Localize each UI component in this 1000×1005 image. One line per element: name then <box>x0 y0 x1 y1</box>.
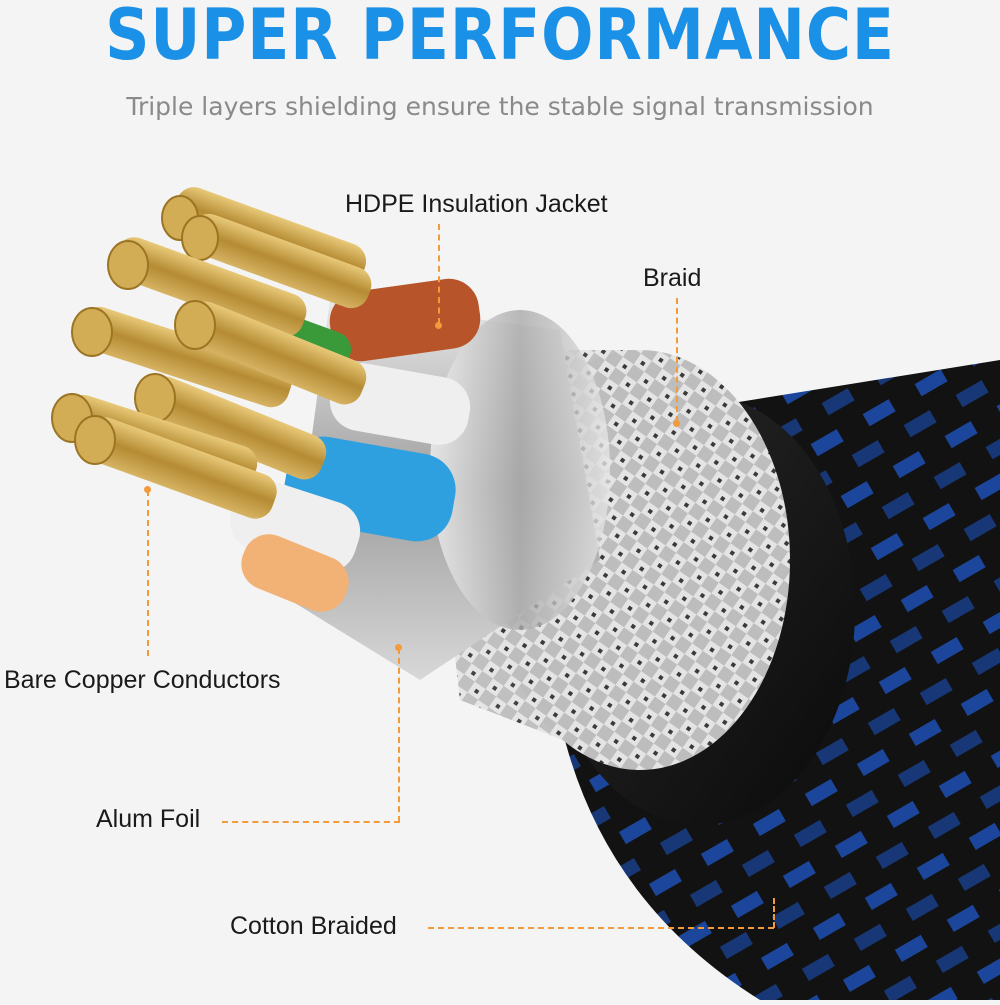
wire-orange-insulation <box>329 278 481 362</box>
subheadline: Triple layers shielding ensure the stabl… <box>126 92 874 121</box>
copper-conductors <box>51 187 372 519</box>
label-braid: Braid <box>643 264 702 292</box>
leader-dot-braid <box>673 420 680 427</box>
headline: SUPER PERFORMANCE <box>105 0 895 76</box>
label-bare-copper: Bare Copper Conductors <box>4 666 281 694</box>
label-hdpe-jacket: HDPE Insulation Jacket <box>345 190 608 218</box>
leader-dot-foil <box>395 644 402 651</box>
wire-peach-insulation <box>241 534 349 612</box>
leader-alum-foil-v <box>398 648 400 822</box>
leader-dot-hdpe <box>435 322 442 329</box>
leader-bare-copper <box>147 490 149 656</box>
leader-dot-copper <box>144 486 151 493</box>
label-cotton-braided: Cotton Braided <box>230 912 397 940</box>
leader-cotton-braided-h <box>428 927 774 929</box>
label-alum-foil: Alum Foil <box>96 805 201 833</box>
leader-alum-foil-h <box>222 821 400 823</box>
leader-braid <box>676 298 678 422</box>
leader-hdpe-jacket <box>438 224 440 324</box>
leader-cotton-braided-v <box>773 898 775 928</box>
